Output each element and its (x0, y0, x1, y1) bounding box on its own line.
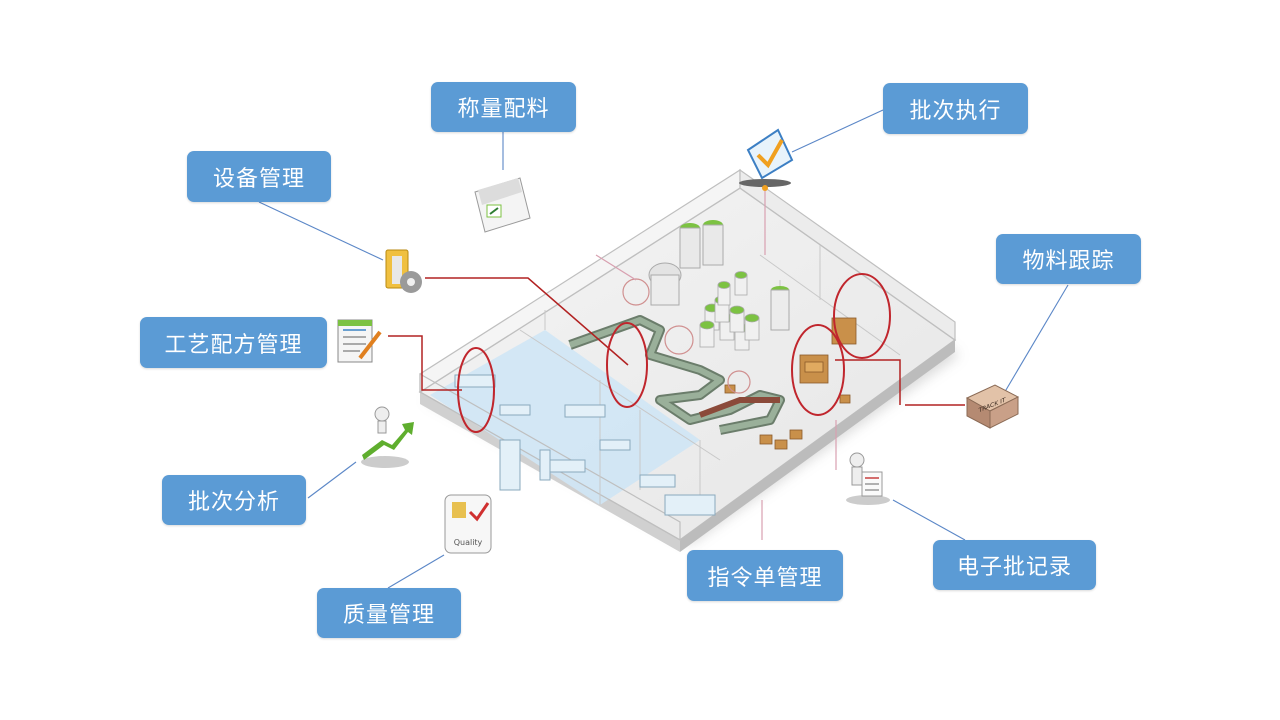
conveyor-belt (568, 315, 785, 435)
storage-tanks (648, 220, 790, 331)
label-weighing: 称量配料 (431, 82, 576, 132)
label-material-tracking: 物料跟踪 (996, 234, 1141, 284)
label-batch-analysis: 批次分析 (162, 475, 306, 525)
label-recipe: 工艺配方管理 (140, 317, 327, 368)
batch-record-icon (846, 452, 890, 505)
recipe-document-icon (337, 319, 382, 363)
detail-circles (622, 278, 751, 394)
factory-walls (419, 168, 956, 542)
scale-icon (474, 177, 531, 233)
label-batch-execution: 批次执行 (883, 83, 1028, 134)
label-electronic-batch-record: 电子批记录 (933, 540, 1096, 590)
track-box-icon (965, 384, 1020, 429)
folder-gear-icon (385, 249, 422, 293)
callout-lines (258, 109, 1069, 589)
pipe-lines (595, 187, 837, 540)
highlight-ellipses (457, 273, 891, 433)
growth-arrow-icon (361, 406, 414, 468)
label-quality: 质量管理 (317, 588, 461, 638)
process-connectors (388, 277, 965, 406)
label-order-management: 指令单管理 (687, 550, 843, 601)
small-vessels (699, 271, 760, 351)
floor-edge-right (680, 340, 955, 552)
checklist-icon (739, 128, 794, 191)
quality-badge-icon (444, 494, 492, 554)
label-equipment: 设备管理 (187, 151, 331, 202)
lab-benches (454, 374, 716, 516)
quality-badge-label: Quality (453, 538, 483, 547)
